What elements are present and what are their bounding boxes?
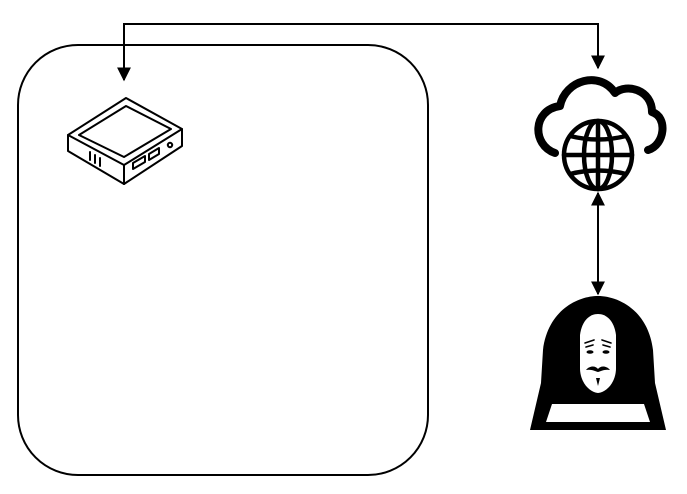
network-boundary bbox=[17, 44, 429, 476]
connector-pc-internet bbox=[117, 23, 605, 82]
hooded-hacker-icon bbox=[530, 296, 666, 430]
cloud-globe-icon bbox=[534, 76, 667, 192]
mini-pc-icon bbox=[67, 97, 183, 185]
